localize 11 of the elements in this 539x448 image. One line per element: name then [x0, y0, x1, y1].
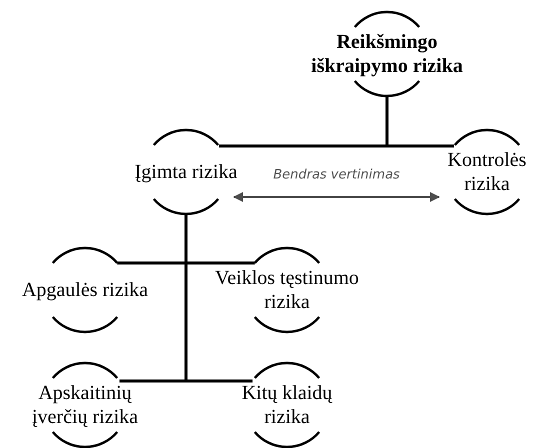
risk-node — [445, 130, 529, 214]
node-label: Veiklos tęstinumo rizika — [214, 266, 360, 314]
connector-line — [184, 214, 253, 382]
node-label: Apskaitinių įverčių rizika — [30, 381, 140, 429]
node-label: Reikšmingo iškraipymo rizika — [310, 30, 464, 78]
double-arrow — [233, 192, 440, 202]
node-label: Apgaulės rizika — [20, 278, 150, 302]
node-label: Kontrolės rizika — [446, 148, 528, 196]
node-label: Įgimta rizika — [134, 160, 238, 184]
node-label: Kitų klaidų rizika — [240, 381, 334, 429]
connector-line — [386, 96, 454, 148]
